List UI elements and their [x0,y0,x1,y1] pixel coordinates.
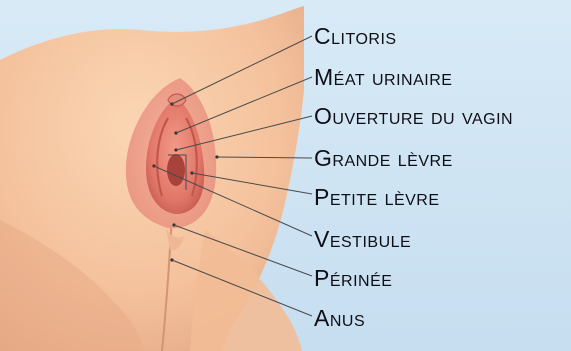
label-ouverture-du-vagin: Ouverture du vagin [314,104,513,128]
label-meat-urinaire: Méat urinaire [314,65,452,89]
label-perinee: Périnée [314,266,392,290]
vaginal-opening [167,154,185,186]
label-anus: Anus [314,306,365,330]
label-petite-levre: Petite lèvre [314,185,440,209]
label-grande-levre: Grande lèvre [314,146,453,170]
label-clitoris: Clitoris [314,24,397,48]
label-vestibule: Vestibule [314,227,411,251]
